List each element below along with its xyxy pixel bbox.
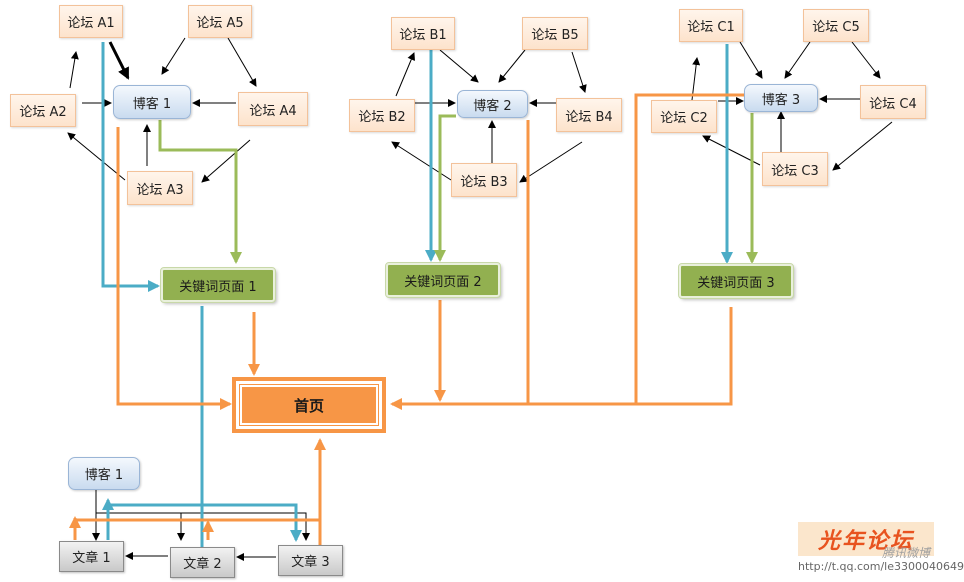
watermark-url: http://t.qq.com/le3300040649 bbox=[798, 560, 964, 573]
keyword-page-2: 关键词页面 2 bbox=[385, 262, 501, 298]
forum-a1: 论坛 A1 bbox=[59, 5, 123, 38]
orange-links bbox=[69, 93, 744, 545]
blog-2: 博客 2 bbox=[457, 90, 528, 118]
forum-b2: 论坛 B2 bbox=[349, 99, 415, 132]
article-1: 文章 1 bbox=[59, 541, 124, 572]
blue-links bbox=[101, 42, 733, 572]
forum-b4: 论坛 B4 bbox=[556, 98, 622, 132]
forum-b1: 论坛 B1 bbox=[391, 17, 455, 50]
home-inner-border bbox=[240, 385, 378, 425]
forum-c3: 论坛 C3 bbox=[762, 152, 828, 186]
forum-a4: 论坛 A4 bbox=[238, 92, 308, 126]
forum-c5: 论坛 C5 bbox=[803, 9, 869, 42]
keyword-page-3: 关键词页面 3 bbox=[678, 263, 794, 299]
forum-c2: 论坛 C2 bbox=[651, 100, 717, 133]
group-b-links bbox=[391, 49, 587, 183]
green-links bbox=[158, 113, 758, 264]
watermark-overlay: 腾讯微博 bbox=[881, 546, 930, 560]
article-3: 文章 3 bbox=[278, 545, 343, 576]
blog-bottom: 博客 1 bbox=[68, 457, 140, 490]
diagram-canvas bbox=[67, 37, 893, 572]
watermark-logo: 光年论坛 bbox=[798, 522, 934, 556]
forum-b5: 论坛 B5 bbox=[522, 17, 588, 50]
forum-c1: 论坛 C1 bbox=[679, 9, 743, 42]
bottom-links bbox=[92, 487, 310, 561]
watermark: 光年论坛 腾讯微博 http://t.qq.com/le3300040649 bbox=[798, 522, 964, 578]
forum-c4: 论坛 C4 bbox=[860, 85, 926, 119]
forum-a2: 论坛 A2 bbox=[10, 94, 76, 127]
blog-3: 博客 3 bbox=[744, 84, 818, 112]
forum-b3: 论坛 B3 bbox=[451, 163, 517, 197]
home-page: 首页 bbox=[232, 377, 386, 433]
blog-1: 博客 1 bbox=[113, 85, 191, 119]
article-2: 文章 2 bbox=[170, 547, 235, 578]
forum-a3: 论坛 A3 bbox=[127, 171, 193, 205]
group-c-links bbox=[691, 41, 893, 171]
forum-a5: 论坛 A5 bbox=[188, 5, 252, 38]
group-a-links bbox=[67, 37, 257, 183]
keyword-page-1: 关键词页面 1 bbox=[160, 267, 276, 303]
